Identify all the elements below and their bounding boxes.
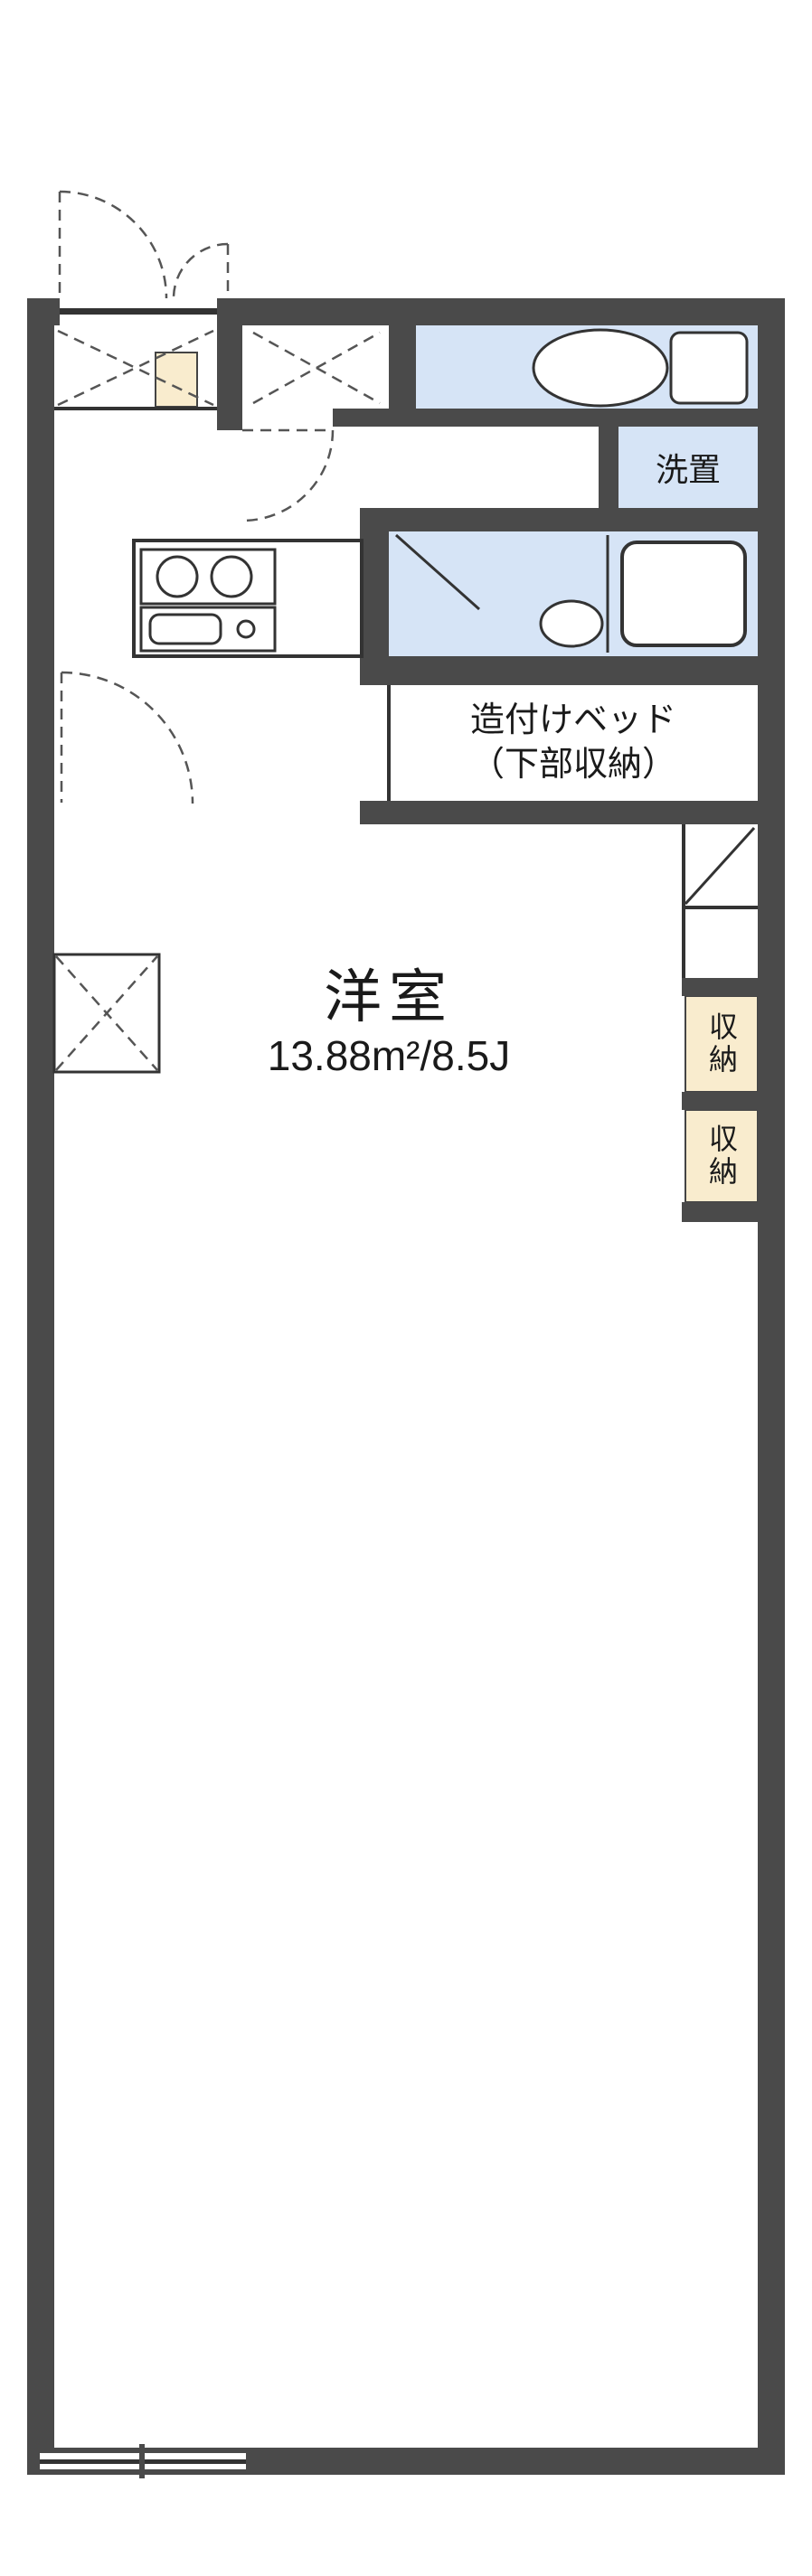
main-room-size: 13.88m²/8.5J	[267, 1032, 511, 1079]
fixtures	[132, 328, 749, 658]
entrance-door-line	[60, 308, 228, 315]
door-swing-arc-icon	[172, 242, 229, 299]
vestibule-cross-mark	[252, 331, 381, 405]
sink-faucet-icon	[236, 619, 256, 639]
shoe-cabinet	[155, 352, 198, 408]
toilet-icon	[532, 328, 669, 408]
wall-bath-left	[360, 508, 389, 685]
wall-under-toilet	[333, 409, 785, 427]
washbasin-icon	[539, 599, 604, 648]
wall-storage-mid	[682, 1092, 785, 1110]
partitions	[54, 407, 758, 978]
storage-upper-label-text: 収納	[705, 1011, 738, 1076]
bathtub-icon	[620, 541, 747, 647]
built-in-bed-label-line1: 造付けベッド	[469, 700, 676, 739]
washer-room-label: 洗置	[655, 451, 721, 488]
wall-right	[758, 298, 785, 2475]
bay-window-cross-mark	[55, 955, 158, 1071]
door-swing-arc-icon	[61, 671, 194, 804]
wall-washer-left	[599, 427, 618, 508]
wall-bed-bottom	[360, 801, 785, 824]
bath-door-line	[395, 533, 480, 611]
door-swing-arc-icon	[241, 429, 335, 522]
wall-bath-top	[360, 508, 785, 531]
built-in-bed-label: 造付けベッド （下部収納）	[389, 685, 758, 801]
toilet-tank-icon	[669, 331, 749, 405]
wall-left	[27, 298, 54, 2475]
walls	[27, 298, 785, 2478]
sink-basin	[148, 613, 222, 645]
storage-lower-label-text: 収納	[705, 1123, 738, 1189]
genkan-cross-mark	[57, 329, 214, 407]
bed-partition-line	[387, 685, 391, 801]
kitchen-sink-icon	[139, 606, 277, 653]
entrance-step-line	[54, 407, 217, 410]
main-room-name: 洋室	[324, 964, 454, 1029]
built-in-bed-label-line2: （下部収納）	[469, 746, 676, 784]
column-diagonal-line	[684, 826, 756, 906]
wall-storage-top	[682, 978, 785, 996]
wall-storage-bottom	[682, 1202, 785, 1222]
stove-burners-icon	[210, 555, 253, 598]
storage-lower-label: 収納	[685, 1110, 758, 1202]
washer-room-floor	[618, 427, 758, 508]
column-divider-line	[682, 906, 758, 909]
dashed-markings	[55, 190, 381, 1071]
door-swing-arc-icon	[59, 190, 168, 299]
window-mullion	[139, 2444, 145, 2478]
storage-upper-label: 収納	[685, 996, 758, 1092]
stove-unit	[139, 548, 277, 606]
wall-entrance-stub	[217, 298, 242, 430]
stove-burners-icon	[156, 555, 199, 598]
wall-bath-bottom	[360, 656, 785, 685]
column-partition-line	[682, 824, 685, 978]
